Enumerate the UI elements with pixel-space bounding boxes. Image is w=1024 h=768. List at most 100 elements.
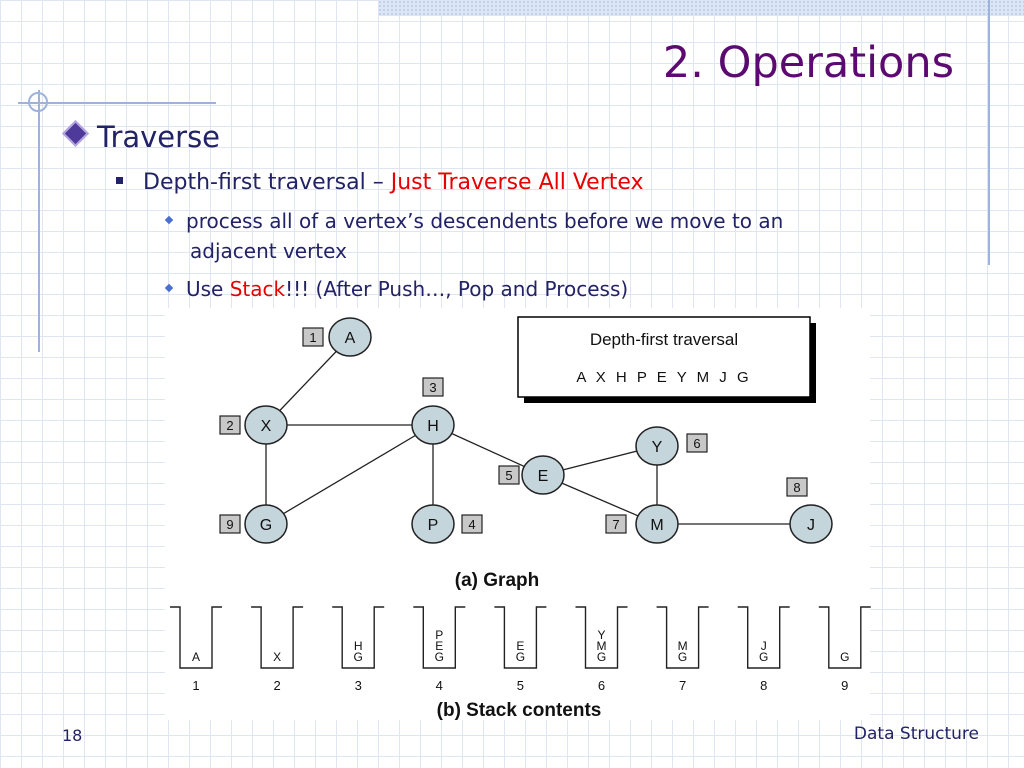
stack-step-label: 2 <box>273 678 280 693</box>
graph-node-M: M <box>635 504 679 544</box>
badge-number: 8 <box>793 480 800 495</box>
stack-item: M <box>597 639 607 653</box>
badge-box <box>498 465 520 485</box>
node-label: E <box>538 468 549 485</box>
stack-step-label: 9 <box>841 678 848 693</box>
visit-order-badge-G: 9 <box>219 514 241 534</box>
node-label: G <box>260 517 272 534</box>
visit-order-badge-A: 1 <box>302 327 324 347</box>
badge-box <box>422 377 444 397</box>
sub-bullet-process-cont: adjacent vertex <box>190 237 347 266</box>
stack-step-label: 6 <box>598 678 605 693</box>
stack-step-label: 1 <box>192 678 199 693</box>
sub-bullet-process-line2: adjacent vertex <box>190 239 347 263</box>
node-circle <box>411 405 455 445</box>
node-label: Y <box>652 439 663 456</box>
badge-number: 7 <box>612 517 619 532</box>
node-label: M <box>650 517 663 534</box>
stack-item: A <box>192 650 200 664</box>
stack-container <box>575 606 628 669</box>
stack-item: M <box>678 639 688 653</box>
node-label: H <box>427 418 439 435</box>
slide-title: 2. Operations <box>662 38 954 88</box>
sub-bullet-stack-suffix: !!! (After Push…, Pop and Process) <box>285 277 629 301</box>
graph-edge-G-H <box>265 424 434 525</box>
stack-step-label: 3 <box>355 678 362 693</box>
stack-item: G <box>516 650 525 664</box>
stack-container <box>170 606 222 669</box>
bullet-traverse: Traverse <box>62 120 220 154</box>
stack-8: JG8 <box>737 606 790 693</box>
visit-order-badge-E: 5 <box>498 465 520 485</box>
decor-right-line <box>988 0 990 265</box>
visit-order-badge-H: 3 <box>422 377 444 397</box>
stack-item: E <box>435 639 443 653</box>
traversal-result-title: Depth-first traversal <box>590 330 738 349</box>
decor-crosshair-icon <box>28 92 48 112</box>
graph-node-X: X <box>244 405 288 445</box>
node-circle <box>328 317 372 357</box>
sub-bullet-stack-highlight: Stack <box>229 277 286 301</box>
stack-9: G9 <box>818 606 871 693</box>
graph-node-A: A <box>328 317 372 357</box>
node-label: X <box>261 418 272 435</box>
badge-box <box>686 433 708 453</box>
graph-caption: (a) Graph <box>455 570 539 591</box>
bullet-depth-first-highlight: Just Traverse All Vertex <box>390 170 644 195</box>
sub-bullet-process-line1: process all of a vertex’s descendents be… <box>186 209 784 233</box>
visit-order-badge-Y: 6 <box>686 433 708 453</box>
node-circle <box>635 426 679 466</box>
sub-bullet-process: process all of a vertex’s descendents be… <box>164 207 784 236</box>
stack-item: G <box>759 650 768 664</box>
visit-order-badge-P: 4 <box>461 514 483 534</box>
stack-item: E <box>516 639 524 653</box>
stack-item: G <box>354 650 363 664</box>
bullet-depth-first-text: Depth-first traversal – <box>143 170 391 195</box>
stack-caption: (b) Stack contents <box>437 700 602 721</box>
stack-container <box>494 606 547 669</box>
stack-container <box>737 606 790 669</box>
visit-order-badge-M: 7 <box>605 514 627 534</box>
badge-number: 1 <box>309 330 316 345</box>
node-circle <box>244 405 288 445</box>
sub-bullet-stack-prefix: Use <box>186 277 230 301</box>
decor-left-line <box>38 90 40 352</box>
graph-node-G: G <box>244 504 288 544</box>
node-label: A <box>345 330 356 347</box>
decor-top-band <box>378 0 1024 16</box>
stack-step-label: 8 <box>760 678 767 693</box>
graph-node-P: P <box>411 504 455 544</box>
stack-item: Y <box>597 628 605 642</box>
stack-item: H <box>354 639 363 653</box>
stack-container <box>818 606 871 669</box>
stack-item: G <box>840 650 849 664</box>
stack-3: HG 3 <box>332 606 385 693</box>
stack-container <box>656 606 709 669</box>
page-number: 18 <box>62 726 83 745</box>
stack-item: G <box>678 650 687 664</box>
stack-item: G <box>435 650 444 664</box>
badge-number: 5 <box>505 468 512 483</box>
node-circle <box>789 504 833 544</box>
traversal-result-box: Depth-first traversal A X H P E Y M J G <box>517 316 816 403</box>
stack-step-label: 7 <box>679 678 686 693</box>
badge-box <box>786 477 808 497</box>
stack-7: MG 7 <box>656 606 709 693</box>
sub-bullet-stack: Use Stack!!! (After Push…, Pop and Proce… <box>164 275 629 304</box>
stack-step-label: 5 <box>517 678 524 693</box>
node-circle <box>521 455 565 495</box>
badge-number: 3 <box>429 380 436 395</box>
graph-node-Y: Y <box>635 426 679 466</box>
badge-number: 6 <box>693 436 700 451</box>
bullet-depth-first: Depth-first traversal – Just Traverse Al… <box>116 170 644 195</box>
stack-item: X <box>273 650 281 664</box>
node-circle <box>635 504 679 544</box>
stack-item: P <box>435 628 443 642</box>
badge-number: 2 <box>226 418 233 433</box>
visit-order-badge-X: 2 <box>219 415 241 435</box>
traversal-result-sequence: A X H P E Y M J G <box>576 369 751 386</box>
badge-box <box>219 514 241 534</box>
